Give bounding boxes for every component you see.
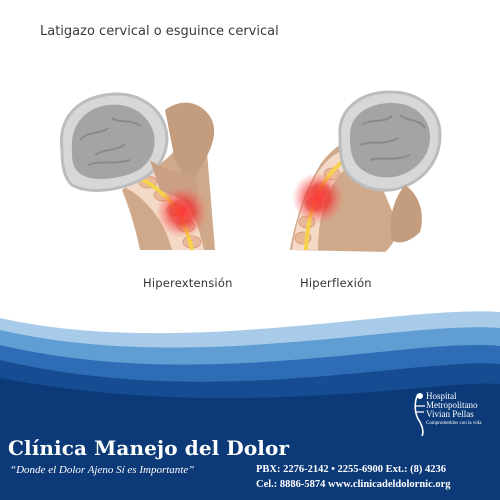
page-title: Latigazo cervical o esguince cervical (40, 24, 279, 39)
logo-line-1: Hospital (426, 391, 457, 401)
hyperflexion-figure (290, 90, 442, 252)
hyperextension-label: Hiperextensión (143, 276, 233, 290)
contact-cell-web-line: Cel.: 8886-5874 www.clinicadeldolornic.o… (256, 479, 451, 490)
logo-tagline: Comprometidos con la vida (426, 421, 482, 426)
logo-line-2: Metropolitano (426, 400, 478, 410)
clinic-slogan: “Donde el Dolor Ajeno Sí es Importante” (10, 464, 195, 476)
contact-phone-line: PBX: 2276-2142 • 2255-6900 Ext.: (8) 423… (256, 464, 447, 475)
hyperflexion-label: Hiperflexión (300, 276, 372, 290)
hospital-logo (414, 393, 425, 437)
hyperextension-figure (59, 92, 215, 251)
clinic-name: Clínica Manejo del Dolor (8, 436, 290, 460)
logo-line-3: Vivian Pellas (426, 409, 474, 419)
